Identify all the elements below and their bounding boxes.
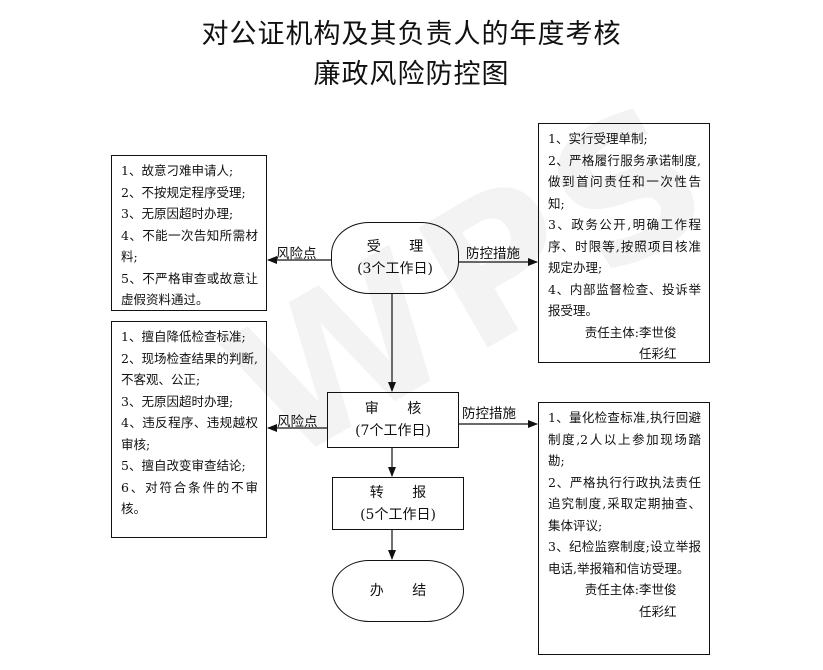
- node-submit-name: 转 报: [369, 484, 439, 501]
- risk-review-item: 2、现场检查结果的判断,不客观、公正;: [121, 350, 258, 388]
- node-review-days: (7个工作日): [355, 423, 431, 439]
- label-risk-accept: 风险点: [276, 246, 317, 262]
- measure-review-item: 2、严格执行行政执法责任追究制度,采取定期抽查、集体评议;: [548, 474, 701, 533]
- owner-label: 责任主体:: [584, 324, 639, 340]
- measure-accept-item: 1、实行受理单制;: [548, 131, 648, 146]
- risk-points-accept-box: 1、故意刁难申请人; 2、不按规定程序受理; 3、无原因超时办理; 4、不能一次…: [111, 155, 267, 311]
- measure-accept-item: 2、严格履行服务承诺制度,做到首问责任和一次性告知;: [548, 152, 701, 211]
- node-finish-name: 办 结: [369, 583, 439, 599]
- diagram-title-line-1: 对公证机构及其负责人的年度考核: [201, 19, 622, 50]
- responsible-owner-line: 任彩红: [548, 343, 701, 365]
- risk-review-item: 4、违反程序、违规越权审核;: [121, 415, 258, 452]
- owner-name: 任彩红: [639, 346, 677, 361]
- responsible-owner-line: 任彩红: [548, 601, 701, 623]
- risk-accept-item: 3、无原因超时办理;: [121, 206, 234, 221]
- responsible-owner-line: 责任主体:李世俊: [548, 579, 701, 601]
- risk-review-item: 6、对符合条件的不审核。: [121, 479, 258, 517]
- owner-name: 任彩红: [639, 603, 677, 619]
- risk-accept-item: 1、故意刁难申请人;: [121, 163, 234, 178]
- risk-accept-item: 4、不能一次告知所需材料;: [121, 227, 258, 265]
- control-measures-review-box: 1、量化检查标准,执行回避制度,2人以上参加现场踏勘; 2、严格执行行政执法责任…: [538, 402, 710, 655]
- label-risk-review: 风险点: [277, 414, 318, 430]
- diagram-title-line-2: 廉政风险防控图: [313, 59, 510, 90]
- risk-accept-item: 5、不严格审查或故意让虚假资料通过。: [121, 270, 258, 308]
- risk-review-item: 5、擅自改变审查结论;: [121, 458, 246, 473]
- measure-accept-item: 3、政务公开,明确工作程序、时限等,按照项目核准规定办理;: [548, 217, 701, 275]
- node-accept-name: 受 理: [366, 239, 436, 255]
- risk-accept-item: 2、不按规定程序受理;: [121, 184, 246, 200]
- owner-name: 李世俊: [639, 324, 677, 340]
- measure-review-item: 1、量化检查标准,执行回避制度,2人以上参加现场踏勘;: [548, 410, 701, 468]
- node-submit: 转 报 (5个工作日): [332, 477, 464, 530]
- node-submit-days: (5个工作日): [360, 506, 436, 523]
- control-measures-accept-box: 1、实行受理单制; 2、严格履行服务承诺制度,做到首问责任和一次性告知; 3、政…: [538, 123, 710, 363]
- node-accept: 受 理 (3个工作日): [331, 222, 459, 294]
- label-measure-review: 防控措施: [462, 406, 516, 422]
- risk-points-review-box: 1、擅自降低检查标准; 2、现场检查结果的判断,不客观、公正; 3、无原因超时办…: [111, 321, 267, 538]
- node-review-name: 审 核: [364, 401, 434, 417]
- risk-review-item: 3、无原因超时办理;: [121, 393, 234, 409]
- owner-name: 李世俊: [639, 582, 677, 597]
- measure-accept-item: 4、内部监督检查、投诉举报受理。: [548, 281, 701, 319]
- responsible-owner-line: 责任主体:李世俊: [548, 322, 701, 344]
- node-finish: 办 结: [332, 560, 464, 622]
- label-measure-accept: 防控措施: [466, 246, 520, 262]
- node-review: 审 核 (7个工作日): [327, 392, 459, 448]
- measure-review-item: 3、纪检监察制度;设立举报电话,举报箱和信访受理。: [548, 539, 701, 576]
- node-accept-days: (3个工作日): [357, 261, 433, 277]
- owner-label: 责任主体:: [584, 582, 639, 597]
- risk-review-item: 1、擅自降低检查标准;: [121, 329, 246, 344]
